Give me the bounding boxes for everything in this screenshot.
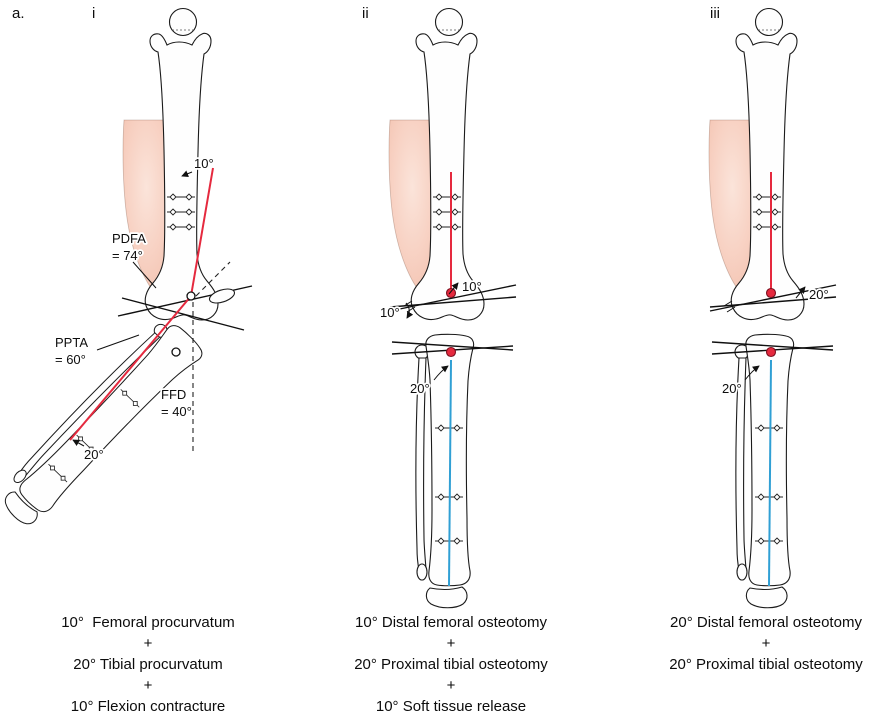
femoral-wedge-angle-label: 20°: [809, 287, 829, 302]
caption-panel-ii: 10° Distal femoral osteotomy + 20° Proxi…: [311, 612, 591, 713]
pdfa-label: PDFA: [112, 231, 146, 246]
tibial-wedge-angle-label: 20°: [410, 381, 430, 396]
caption-line: 20° Proximal tibial osteotomy: [354, 656, 548, 673]
tibial-wedge-arrow: [433, 365, 449, 381]
caption-line: 20° Proximal tibial osteotomy: [669, 656, 863, 673]
femoral-angle-arrow: [181, 170, 193, 177]
femoral-osteotomy-line-2: [389, 284, 517, 312]
caption-line: 10° Femoral procurvatum: [61, 614, 235, 631]
soft-tissue-arrow: [405, 302, 414, 319]
caption-plus: +: [446, 677, 456, 694]
femoral-wedge-arrow: [448, 282, 459, 295]
caption-line: 10° Distal femoral osteotomy: [355, 614, 547, 631]
tibial-osteotomy-dot: [445, 346, 457, 358]
caption-line: 10° Flexion contracture: [70, 698, 226, 713]
panel-iii-figure: 20° 20°: [709, 9, 837, 608]
panel-ii-figure: 10° 10° 20°: [378, 9, 517, 608]
tibial-axis-blue: [768, 359, 772, 587]
pdfa-leader-line: [132, 261, 157, 289]
pdfa-value: = 74°: [112, 248, 143, 263]
caption-line: 10° Soft tissue release: [375, 698, 527, 713]
panel-label-i: i: [92, 5, 95, 22]
proximal-tibia-marker: [171, 347, 181, 357]
femoral-osteotomy-dot: [765, 287, 777, 299]
knee-center-marker: [186, 291, 196, 301]
panel-label-ii: ii: [362, 5, 369, 22]
femoral-osteotomy-line-1: [709, 296, 837, 308]
femoral-osteotomy-line-2: [709, 284, 837, 312]
femoral-osteotomy-line-1: [389, 296, 517, 308]
tibial-angle-arrow: [72, 439, 85, 447]
ppta-value: = 60°: [55, 352, 86, 367]
tibial-osteotomy-line-1: [391, 341, 514, 351]
tibial-osteotomy-line-1: [711, 341, 834, 351]
femoral-osteotomy-dot: [445, 287, 457, 299]
proximal-tibial-joint-line: [121, 297, 245, 331]
femoral-bow-angle-label: 10°: [194, 156, 214, 171]
femoral-wedge-arrow: [795, 286, 806, 299]
tibial-wedge-arrow: [744, 365, 760, 381]
caption-panel-iii: 20° Distal femoral osteotomy + 20° Proxi…: [626, 612, 879, 675]
caption-plus: +: [143, 635, 153, 652]
caption-plus: +: [761, 635, 771, 652]
ffd-label: FFD: [161, 387, 186, 402]
caption-line: 20° Distal femoral osteotomy: [670, 614, 862, 631]
tibial-wedge-angle-label: 20°: [722, 381, 742, 396]
tibial-osteotomy-dot: [765, 346, 777, 358]
femoral-anatomic-axis-red: [190, 167, 214, 297]
panel-label-iii: iii: [710, 5, 720, 22]
tibial-axis-blue: [448, 359, 452, 587]
caption-plus: +: [143, 677, 153, 694]
ppta-label: PPTA: [55, 335, 88, 350]
ppta-leader-line: [96, 334, 140, 351]
panel-i-figure: 10° PDFA = 74° PPTA = 60° FFD = 40° 20°: [0, 9, 253, 534]
soft-tissue-angle-label: 10°: [380, 305, 400, 320]
tibial-anatomic-axis-red: [69, 295, 192, 441]
axis-extension-dashed-line: [195, 261, 231, 297]
patella: [208, 288, 236, 304]
tibial-bow-angle-label: 20°: [84, 447, 104, 462]
ffd-value: = 40°: [161, 404, 192, 419]
figure-label: a.: [12, 5, 25, 22]
caption-panel-i: 10° Femoral procurvatum + 20° Tibial pro…: [8, 612, 288, 713]
femoral-wedge-angle-label: 10°: [462, 279, 482, 294]
caption-plus: +: [446, 635, 456, 652]
posterior-hash-marks: [723, 300, 736, 313]
caption-line: 20° Tibial procurvatum: [73, 656, 223, 673]
